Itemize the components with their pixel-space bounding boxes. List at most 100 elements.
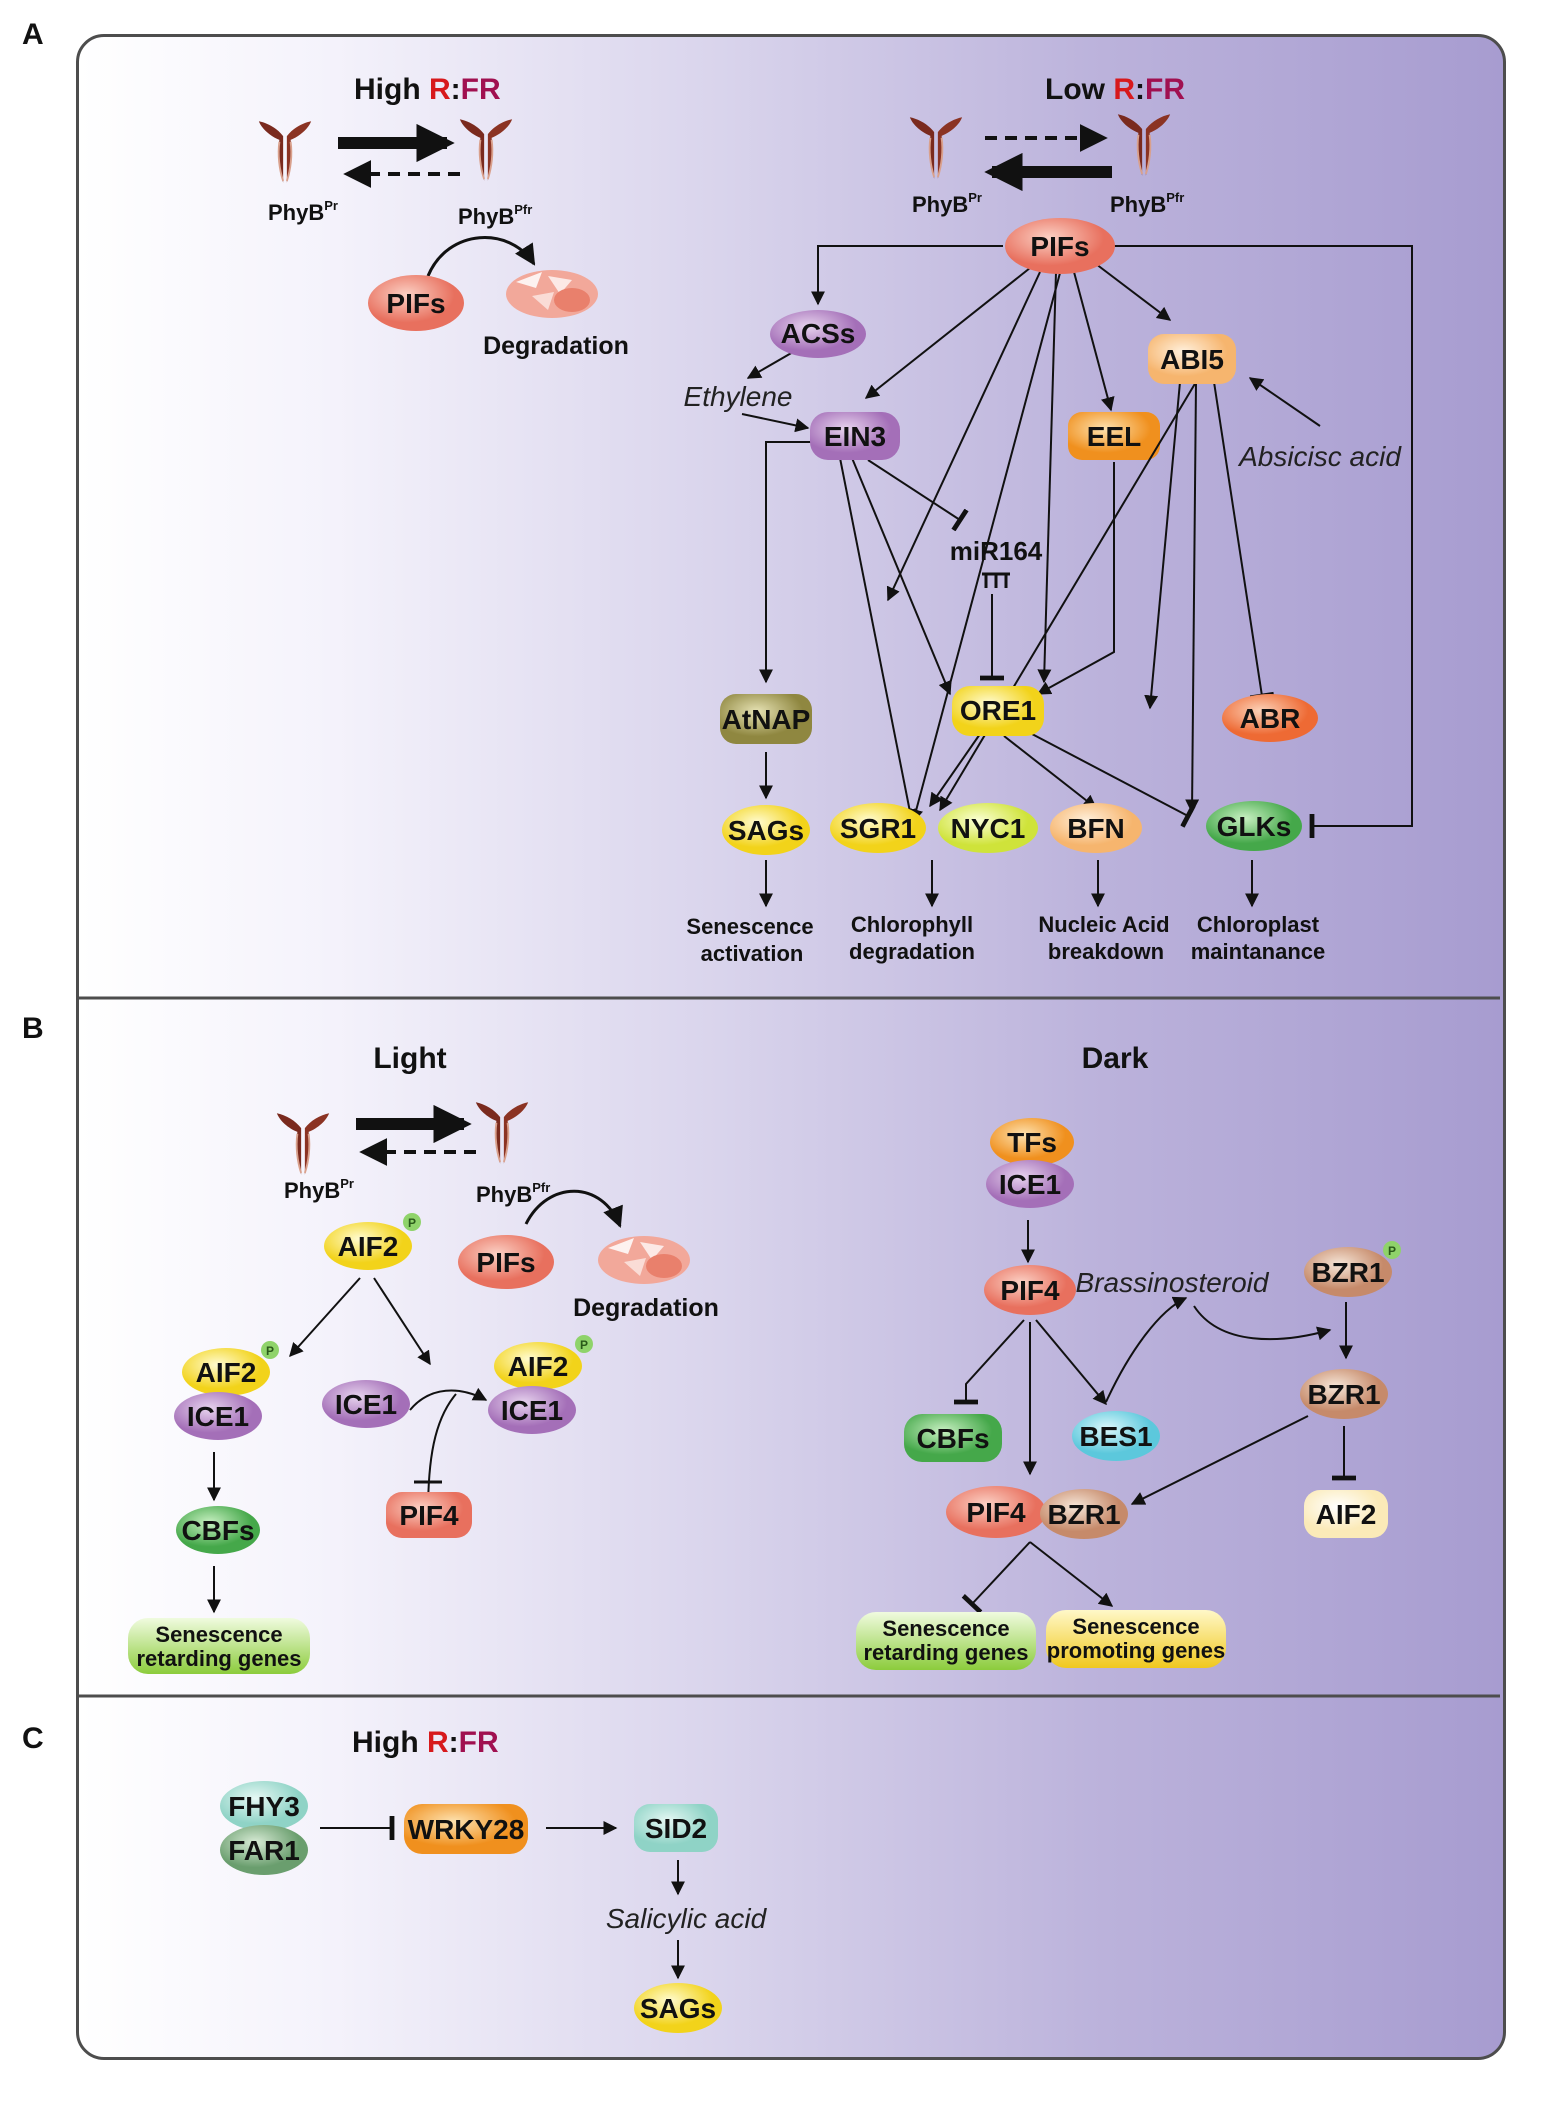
phospho-badge-1 <box>403 1213 421 1231</box>
dark-title: Dark <box>1082 1042 1149 1075</box>
high-rfr-title-a: High R:FR <box>354 73 501 106</box>
pifs-node-a <box>368 275 464 331</box>
pifs-label-a: PIFs <box>386 288 445 319</box>
promoting-genes-box <box>1046 1610 1226 1668</box>
ein3-node <box>810 412 900 460</box>
atnap-node <box>720 694 812 744</box>
panel-letter-b: B <box>22 1012 44 1045</box>
bes1-node <box>1072 1411 1160 1461</box>
fhy3-label: FHY3 <box>228 1791 300 1822</box>
cbfs-label-dark: CBFs <box>916 1423 989 1454</box>
ice1-label-dark: ICE1 <box>999 1169 1061 1200</box>
retarding-genes-box-left <box>128 1618 310 1674</box>
ethylene-ein3-arrow <box>741 413 810 433</box>
phyb-pr-label-b: PhyBPr <box>284 1176 354 1203</box>
phyb-pr-label: PhyBPr <box>268 198 338 225</box>
pif4-label-dark: PIF4 <box>1000 1275 1060 1306</box>
senescence-activation-line1: Senescence <box>686 914 813 939</box>
phyb-pfr-icon-b <box>474 1101 530 1165</box>
pifs-node-b <box>458 1235 554 1289</box>
chloroplast-maintenance-line2: maintanance <box>1191 939 1326 964</box>
bzr1-complex-arrow <box>1130 1415 1309 1505</box>
phospho-label-3: P <box>580 1338 588 1352</box>
ice1-node-middle <box>322 1380 410 1428</box>
sags-node-a <box>722 805 810 855</box>
wrky28-node <box>404 1804 528 1854</box>
pifs-node-low <box>1005 218 1115 274</box>
bzr1-complex-label: BZR1 <box>1047 1499 1120 1530</box>
atnap-label: AtNAP <box>722 704 811 735</box>
nyc1-label: NYC1 <box>951 813 1026 844</box>
aif2-node-top <box>324 1222 412 1270</box>
far1-label: FAR1 <box>228 1835 300 1866</box>
b-pifs-degradation-arrow <box>524 1189 623 1228</box>
brassinosteroid-label: Brassinosteroid <box>1076 1267 1270 1298</box>
promoting-genes-line2: promoting genes <box>1047 1638 1225 1663</box>
aif2-label-dark: AIF2 <box>1316 1499 1377 1530</box>
ice1-node-right <box>488 1386 576 1434</box>
aif2-node-dark <box>1304 1490 1388 1538</box>
pif4-dark-edges <box>954 1296 1332 1476</box>
degradation-icon <box>506 270 598 318</box>
abr-label: ABR <box>1240 703 1301 734</box>
retarding-genes-box-dark <box>856 1612 1036 1670</box>
glks-node <box>1206 801 1302 851</box>
phyb-pfr-label-low: PhyBPfr <box>1110 190 1184 217</box>
ore1-label: ORE1 <box>960 695 1036 726</box>
ice1-label-middle: ICE1 <box>335 1389 397 1420</box>
tfs-node <box>990 1118 1074 1166</box>
aif2-edges <box>289 1277 431 1366</box>
glks-label: GLKs <box>1217 811 1292 842</box>
aif2-node-right <box>494 1342 582 1390</box>
chlorophyll-degradation-line2: degradation <box>849 939 975 964</box>
pifs-edges <box>811 245 1413 838</box>
ethylene-label: Ethylene <box>684 381 793 412</box>
aif2-label-top: AIF2 <box>338 1231 399 1262</box>
phospho-badge-2 <box>261 1341 279 1359</box>
ein3-label: EIN3 <box>824 421 886 452</box>
phyb-pr-icon-b <box>275 1112 331 1176</box>
abscisic-acid-label: Absicisc acid <box>1237 441 1402 472</box>
bzr1-label: BZR1 <box>1307 1379 1380 1410</box>
aif2-label-left: AIF2 <box>196 1357 257 1388</box>
cbfs-node-dark <box>904 1414 1002 1462</box>
phospho-label-1: P <box>408 1216 416 1230</box>
bfn-node <box>1050 803 1142 853</box>
panel-letter-a: A <box>22 18 44 51</box>
ice1-node-dark <box>986 1160 1074 1208</box>
output-arrows-a <box>759 860 1259 908</box>
sid2-label: SID2 <box>645 1813 707 1844</box>
fhy3-node <box>220 1781 308 1831</box>
retarding-genes-left-line2: retarding genes <box>136 1646 301 1671</box>
acss-node <box>770 310 866 358</box>
abr-node <box>1222 694 1318 742</box>
bzr1-node <box>1300 1369 1388 1419</box>
retarding-genes-dark-line1: Senescence <box>882 1616 1009 1641</box>
high-rfr-title-c: High R:FR <box>352 1726 499 1759</box>
sid2-node <box>634 1804 718 1852</box>
phospho-label-4: P <box>1388 1244 1396 1258</box>
acss-label: ACSs <box>781 318 856 349</box>
phospho-badge-3 <box>575 1335 593 1353</box>
sags-label-c: SAGs <box>640 1993 716 2024</box>
ice1-complex-arrow <box>409 1387 488 1411</box>
degradation-label-a: Degradation <box>483 332 629 360</box>
phyb-pfr-icon-low <box>1116 113 1172 177</box>
aif2-node-left <box>182 1348 270 1396</box>
pifs-degradation-arrow <box>426 236 536 277</box>
tfs-label: TFs <box>1007 1127 1057 1158</box>
bzr1-label-p: BZR1 <box>1311 1257 1384 1288</box>
pifs-label-b: PIFs <box>476 1247 535 1278</box>
nucleic-acid-breakdown-line1: Nucleic Acid <box>1038 912 1169 937</box>
eel-label: EEL <box>1087 421 1141 452</box>
phyb-pfr-label: PhyBPfr <box>458 202 532 229</box>
far1-node <box>220 1825 308 1875</box>
sgr1-label: SGR1 <box>840 813 916 844</box>
phospho-badge-4 <box>1383 1241 1401 1259</box>
cbfs-node-left <box>176 1506 260 1554</box>
phyb-pfr-icon <box>458 118 514 182</box>
abi5-node <box>1148 334 1236 384</box>
promoting-genes-line1: Senescence <box>1072 1614 1199 1639</box>
nyc1-node <box>938 803 1038 853</box>
